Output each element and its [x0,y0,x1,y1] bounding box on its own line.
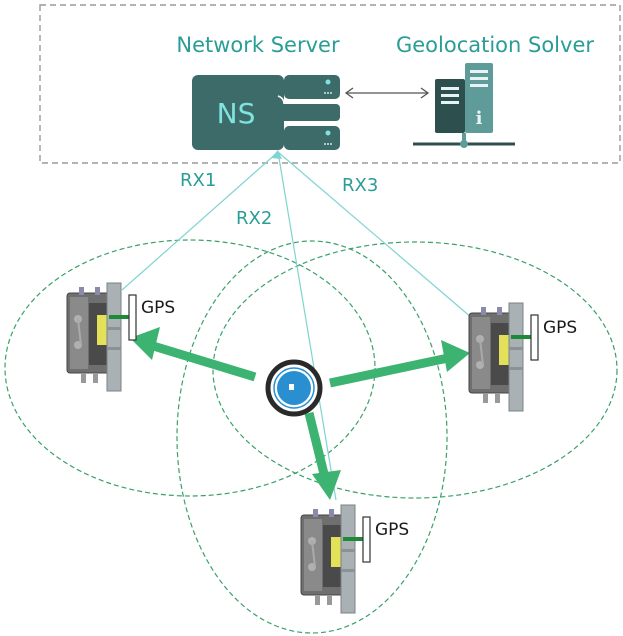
ns-solver-link-arrow [344,87,430,99]
geolocation-solver-icon[interactable]: i [413,63,515,148]
rx3-label: RX3 [342,175,378,196]
signal-arrow-left [148,340,257,382]
gps-label: GPS [375,520,409,540]
rx2-label: RX2 [236,208,272,229]
gps-label: GPS [141,298,175,318]
coverage-zone-left [4,239,376,497]
uplink-rx2 [277,151,337,501]
network-server-title: Network Server [176,33,340,57]
signal-arrow-right [329,353,449,388]
rx1-label: RX1 [180,170,216,191]
coverage-zone-right [212,241,618,499]
svg-text:i: i [476,108,483,129]
signal-arrow-bottom [304,411,330,480]
gateway-right[interactable]: GPS [467,301,577,413]
coverage-zone-bottom [176,240,448,634]
geolocation-solver-title: Geolocation Solver [396,33,594,57]
signal-arrows [130,327,470,500]
ns-label: NS [217,97,256,130]
network-server-icon[interactable]: NS [192,75,340,150]
gateway-bottom[interactable]: GPS [299,503,409,615]
uplink-rx3 [277,151,473,319]
gps-label: GPS [543,318,577,338]
uplink-rx1 [121,151,279,291]
uplink-lines [121,150,473,501]
gateway-left[interactable]: GPS [65,281,175,393]
server-zone-box [39,4,621,164]
end-device-icon[interactable] [265,359,323,417]
